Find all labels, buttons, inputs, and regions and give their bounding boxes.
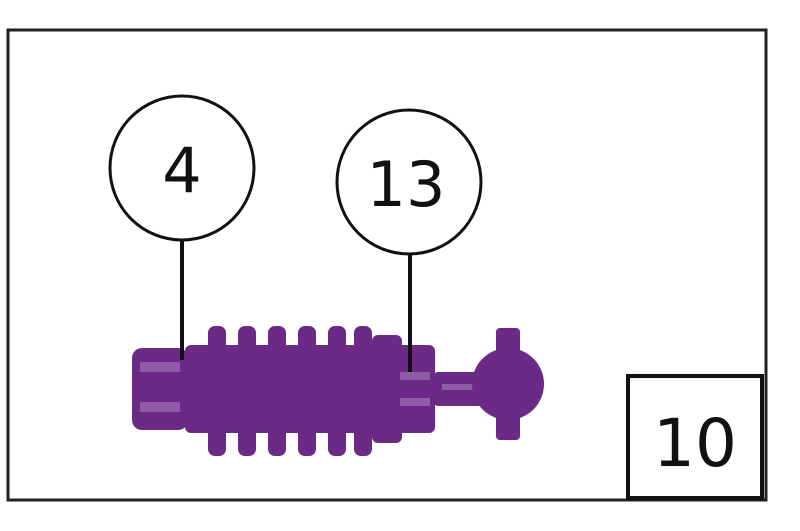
bellows-valve-part — [132, 326, 544, 456]
callout-13: 13 — [335, 108, 483, 372]
callout-4-label: 4 — [162, 134, 201, 207]
callout-13-label: 13 — [367, 148, 446, 221]
figure-number-frame — [626, 374, 764, 500]
figure-number-box: 10 — [626, 374, 764, 500]
diagram-frame — [6, 28, 768, 502]
figure-number: 10 — [653, 405, 737, 482]
callout-4: 4 — [108, 94, 256, 360]
